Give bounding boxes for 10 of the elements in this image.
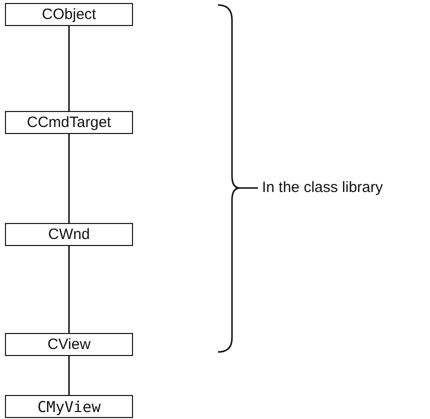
- connector-line: [68, 246, 70, 333]
- class-box: CObject: [5, 3, 133, 26]
- connector-line: [68, 134, 70, 223]
- connector-line: [68, 356, 70, 395]
- class-box: CCmdTarget: [5, 111, 133, 134]
- class-box: CView: [5, 333, 133, 356]
- connector-line: [68, 26, 70, 111]
- bracket-label: In the class library: [262, 179, 383, 196]
- class-box: CMyView: [5, 395, 133, 418]
- class-box: CWnd: [5, 223, 133, 246]
